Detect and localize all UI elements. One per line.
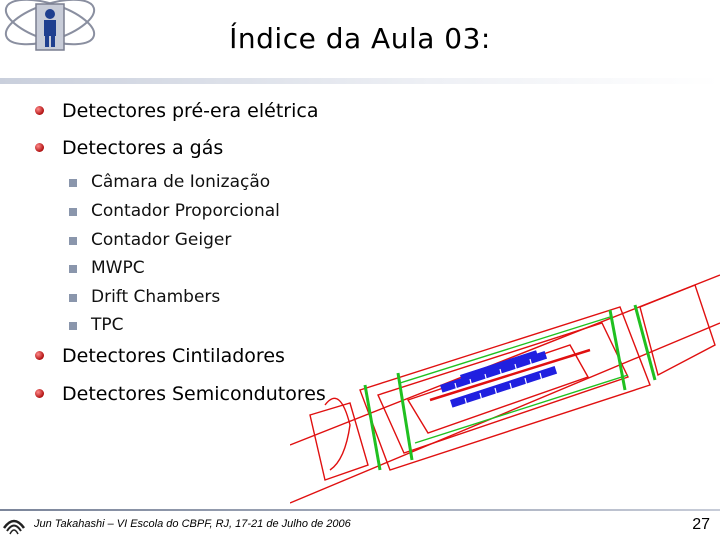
bullet-text: Detectores Cintiladores — [62, 345, 285, 367]
bullet-item: Detectores Cintiladores — [35, 345, 285, 367]
sub-bullet-item: MWPC — [69, 258, 145, 278]
sub-bullet-text: TPC — [91, 315, 124, 335]
bullet-dot-icon — [35, 351, 44, 360]
sub-bullet-item: Drift Chambers — [69, 287, 221, 307]
title-divider — [0, 78, 720, 84]
bullet-text: Detectores a gás — [62, 137, 224, 159]
sub-bullet-text: Contador Proporcional — [91, 201, 280, 221]
square-bullet-icon — [69, 208, 77, 216]
bullet-dot-icon — [35, 389, 44, 398]
detector-illustration — [290, 274, 720, 504]
slide-title: Índice da Aula 03: — [229, 22, 491, 55]
sub-bullet-item: Câmara de Ionização — [69, 172, 271, 192]
square-bullet-icon — [69, 237, 77, 245]
square-bullet-icon — [69, 322, 77, 330]
sub-bullet-text: Contador Geiger — [91, 230, 232, 250]
square-bullet-icon — [69, 294, 77, 302]
square-bullet-icon — [69, 265, 77, 273]
sub-bullet-item: TPC — [69, 315, 124, 335]
bullet-item: Detectores Semicondutores — [35, 383, 326, 405]
sub-bullet-text: Câmara de Ionização — [91, 172, 271, 192]
bullet-text: Detectores pré-era elétrica — [62, 100, 319, 122]
sub-bullet-item: Contador Geiger — [69, 230, 232, 250]
sub-bullet-item: Contador Proporcional — [69, 201, 280, 221]
page-number: 27 — [692, 516, 710, 533]
unicamp-logo-icon — [2, 519, 26, 535]
bullet-dot-icon — [35, 106, 44, 115]
sub-bullet-text: MWPC — [91, 258, 145, 278]
square-bullet-icon — [69, 179, 77, 187]
bullet-text: Detectores Semicondutores — [62, 383, 326, 405]
bullet-item: Detectores a gás — [35, 137, 224, 159]
footer-text: Jun Takahashi – VI Escola do CBPF, RJ, 1… — [34, 518, 351, 530]
sub-bullet-text: Drift Chambers — [91, 287, 221, 307]
footer-divider — [0, 509, 720, 511]
bullet-item: Detectores pré-era elétrica — [35, 100, 319, 122]
university-logo-icon — [4, 0, 96, 51]
bullet-dot-icon — [35, 143, 44, 152]
